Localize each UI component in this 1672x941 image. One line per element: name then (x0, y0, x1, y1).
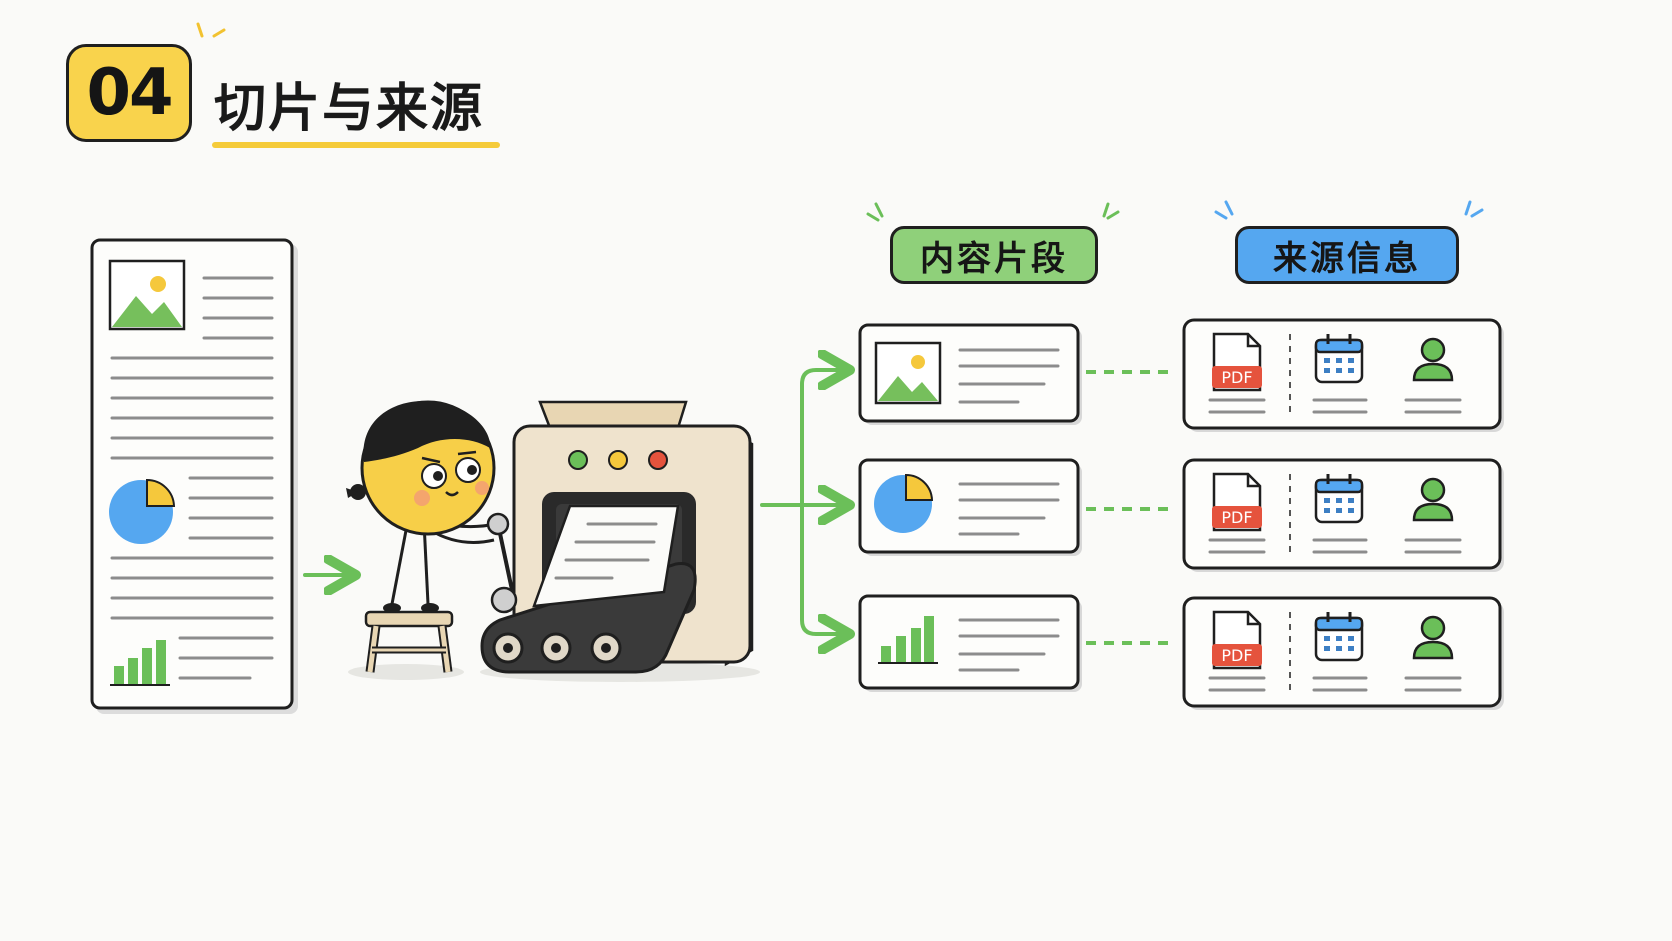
chunk-card-image (858, 323, 1082, 425)
blue-sparkle-icon (1214, 200, 1484, 220)
pie-chart-icon (874, 473, 934, 533)
source-info-card: PDF (1182, 596, 1504, 710)
green-sparkle-icon (866, 202, 1120, 222)
image-icon (874, 341, 942, 405)
source-document (90, 238, 298, 714)
source-info-label: 来源信息 (1235, 226, 1459, 284)
user-icon (1412, 477, 1454, 522)
chunking-machine (480, 400, 760, 682)
section-number-badge: 04 (66, 44, 192, 142)
document-image-icon (108, 259, 186, 331)
character-illustration (346, 400, 497, 680)
page-title: 切片与来源 (214, 79, 485, 139)
document-pie-chart-icon (109, 478, 176, 544)
pdf-label: PDF (1221, 508, 1252, 527)
bar-chart-icon (881, 616, 934, 662)
user-icon (1412, 615, 1454, 660)
branch-arrows (760, 370, 846, 634)
pdf-label: PDF (1221, 646, 1252, 665)
document-bar-chart-icon (114, 640, 166, 684)
calendar-icon (1314, 334, 1364, 384)
calendar-icon (1314, 612, 1364, 662)
title-underline (212, 142, 500, 148)
chunk-card-pie (858, 458, 1082, 556)
dashed-connectors (1086, 370, 1174, 645)
pdf-file-icon: PDF (1212, 332, 1262, 392)
pdf-file-icon: PDF (1212, 472, 1262, 532)
calendar-icon (1314, 474, 1364, 524)
pdf-label: PDF (1221, 368, 1252, 387)
section-number: 04 (86, 56, 173, 130)
source-info-card: PDF (1182, 458, 1504, 572)
content-chunks-label: 内容片段 (890, 226, 1098, 284)
source-info-card: PDF (1182, 318, 1504, 432)
pdf-file-icon: PDF (1212, 610, 1262, 670)
chunk-card-bar (858, 594, 1082, 692)
sparkle-icon (196, 22, 226, 38)
user-icon (1412, 337, 1454, 382)
